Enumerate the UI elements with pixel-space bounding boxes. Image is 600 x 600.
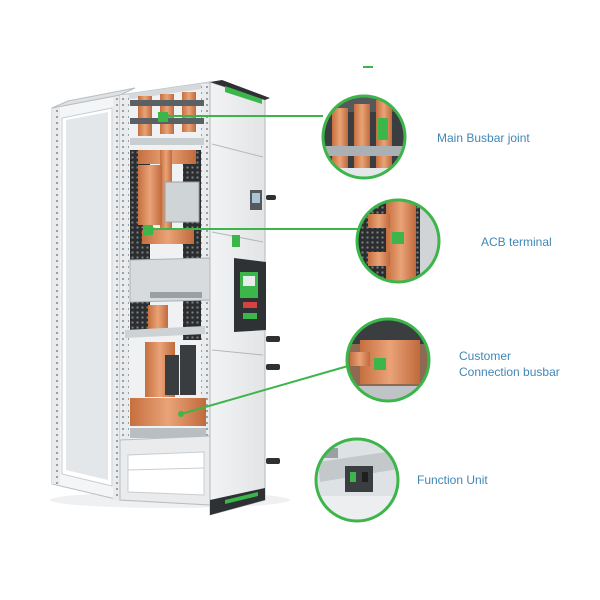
label-acb-terminal: ACB terminal bbox=[481, 235, 552, 249]
connector-customer-busbar bbox=[180, 365, 349, 415]
acb-breaker-front bbox=[234, 258, 266, 332]
zoom-circle-customer-busbar bbox=[345, 317, 431, 403]
zoom-circle-acb-terminal bbox=[355, 198, 441, 284]
switchgear-cabinet bbox=[50, 80, 290, 516]
zoom-circle-main-busbar-joint bbox=[321, 94, 407, 180]
zoom-circle-function-unit bbox=[314, 437, 400, 523]
label-function-unit: Function Unit bbox=[417, 473, 488, 487]
callout-connectors bbox=[151, 115, 358, 415]
label-main-busbar-joint: Main Busbar joint bbox=[437, 131, 530, 145]
lower-copper-connection bbox=[130, 342, 206, 438]
label-customer-connection-busbar: Customer Connection busbar bbox=[459, 349, 560, 379]
copper-busbar-assembly bbox=[138, 150, 200, 329]
